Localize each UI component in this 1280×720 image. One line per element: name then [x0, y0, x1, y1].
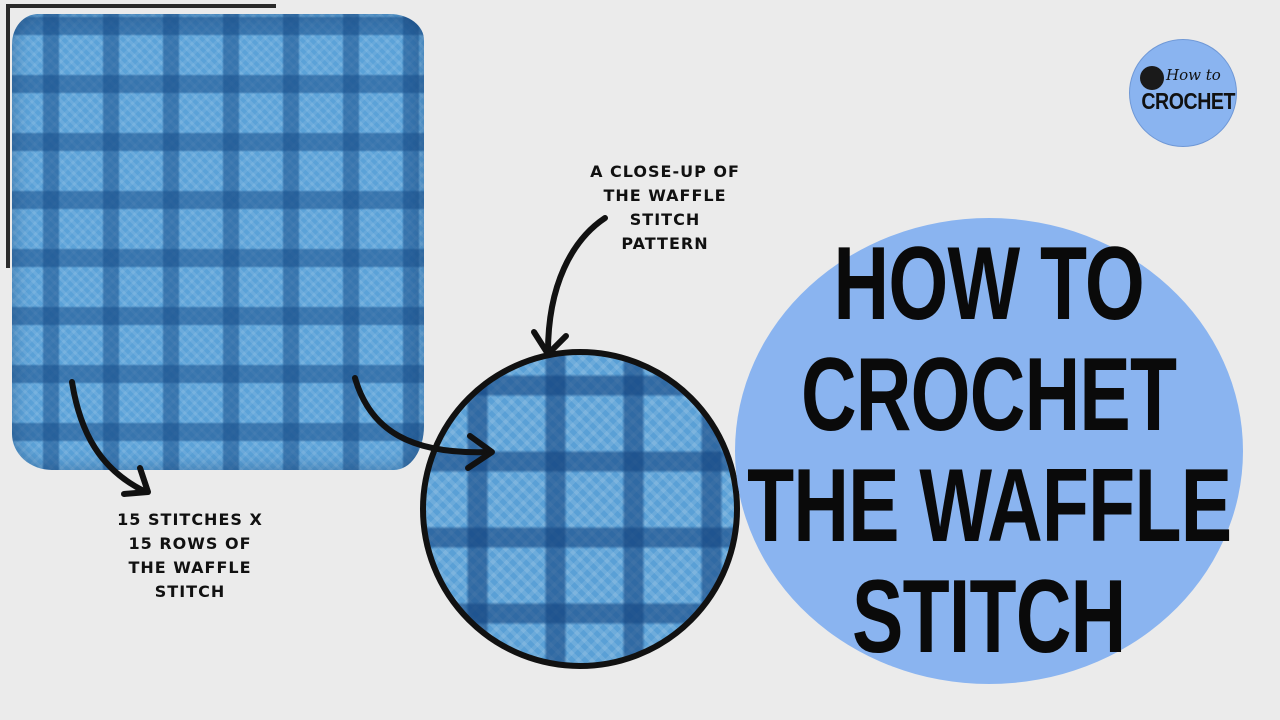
title-line-4: STITCH — [852, 559, 1126, 675]
logo-big-text: CROCHET — [1141, 88, 1236, 114]
swatch-callout: 15 STITCHES X 15 ROWS OF THE WAFFLE STIT… — [90, 508, 290, 604]
curved-arrow-icon — [69, 379, 151, 497]
closeup-callout-line: PATTERN — [621, 234, 709, 253]
curved-arrow-icon — [531, 215, 608, 357]
curved-arrow-icon — [352, 375, 495, 471]
closeup-callout: A CLOSE-UP OF THE WAFFLE STITCH PATTERN — [560, 160, 770, 256]
waffle-stitch-swatch-image — [12, 14, 424, 470]
logo-small-text: How to — [1166, 66, 1221, 84]
swatch-callout-line: STITCH — [154, 582, 226, 601]
swatch-callout-line: THE WAFFLE — [128, 558, 252, 577]
title-circle — [735, 218, 1243, 684]
closeup-circle-image — [420, 349, 740, 669]
yarn-ball-icon — [1140, 66, 1164, 90]
page-title: HOW TO CROCHET THE WAFFLE STITCH — [735, 218, 1243, 684]
title-line-1: HOW TO — [833, 226, 1145, 342]
title-line-3: THE WAFFLE — [746, 448, 1232, 564]
title-line-2: CROCHET — [801, 337, 1177, 453]
closeup-callout-line: STITCH — [629, 210, 701, 229]
closeup-callout-line: THE WAFFLE — [603, 186, 727, 205]
decorative-corner-frame — [6, 4, 276, 268]
swatch-callout-line: 15 STITCHES X — [117, 510, 263, 529]
closeup-callout-line: A CLOSE-UP OF — [590, 162, 740, 181]
how-to-crochet-logo — [1129, 39, 1237, 147]
swatch-callout-line: 15 ROWS OF — [128, 534, 252, 553]
